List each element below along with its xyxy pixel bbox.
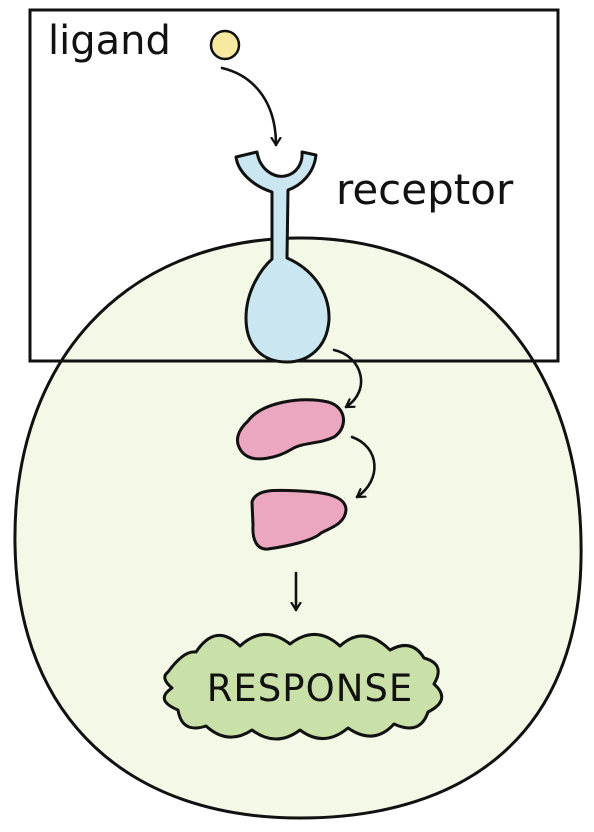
- receptor-label: receptor: [336, 165, 514, 214]
- arrow-ligand-to-receptor: [220, 66, 276, 147]
- ligand-molecule: [209, 29, 241, 61]
- arrow-relay-1-to-relay-2: [350, 435, 376, 499]
- relay-protein-1: [235, 398, 345, 461]
- arrow-receptor-to-relay-1: [332, 348, 363, 409]
- response-label: RESPONSE: [207, 667, 414, 710]
- response-burst: [162, 633, 444, 741]
- receptor-protein: [234, 150, 331, 364]
- ligand-label: ligand: [48, 18, 171, 64]
- relay-protein-2: [250, 488, 348, 551]
